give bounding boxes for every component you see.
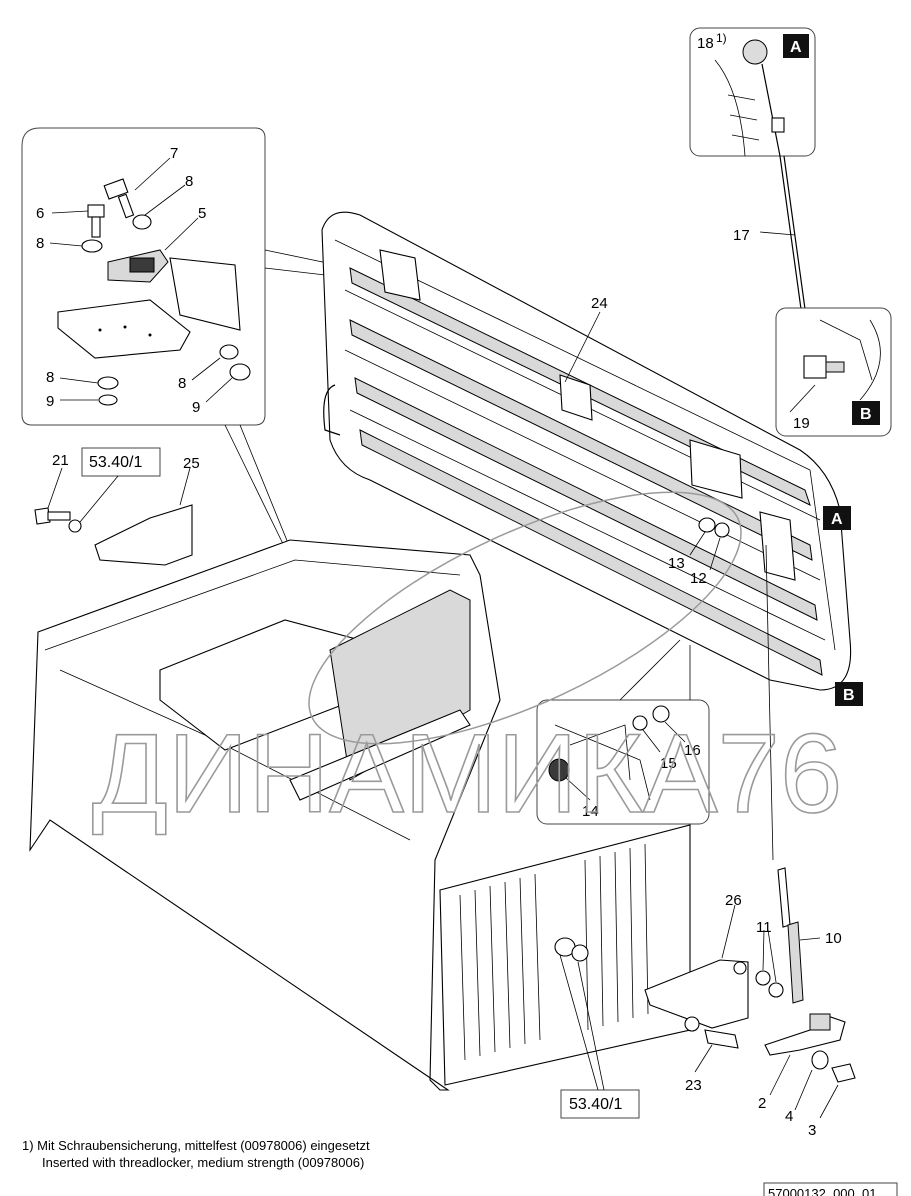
watermark: ДИНАМИКА76 [91,491,843,837]
reference-bottom: 53.40/1 [569,1096,622,1113]
part-18-footnote-mark: 1) [716,31,727,45]
part-8-label: 8 [36,235,44,252]
watermark-text: ДИНАМИКА76 [92,711,842,836]
part-14-label: 14 [582,803,599,820]
detail-inset-hinge: 7 8 5 6 8 8 9 8 9 [21,127,386,549]
drawing-number: 57000132_000_01 [768,1186,876,1196]
bolt-23-group: 23 53.40/1 [559,954,739,1119]
frame-housing [29,539,691,1091]
footnote-line-1: 1) Mit Schraubensicherung, mittelfest (0… [22,1138,370,1153]
part-21-label: 21 [52,452,69,469]
detail-inset-b: B 19 [775,307,892,437]
part-23-label: 23 [685,1077,702,1094]
callout-b-label: B [860,406,872,423]
gas-strut-assembly: 10 26 11 2 4 3 [644,544,856,1139]
part-2-label: 2 [758,1095,766,1112]
part-8-label: 8 [46,369,54,386]
part-13-label: 13 [668,555,685,572]
part-6-label: 6 [36,205,44,222]
footnote: 1) Mit Schraubensicherung, mittelfest (0… [22,1138,370,1170]
part-9-label: 9 [46,393,54,410]
part-7-label: 7 [170,145,178,162]
part-19-label: 19 [793,415,810,432]
part-10-label: 10 [825,930,842,947]
part-5-label: 5 [198,205,206,222]
callout-b-main-label: B [843,687,855,704]
part-11-label: 11 [756,919,772,936]
part-12-label: 12 [690,570,707,587]
footnote-line-2: Inserted with threadlocker, medium stren… [42,1155,364,1170]
callout-a-label: A [790,39,802,56]
part-18-label: 18 [697,35,714,52]
detail-inset-a: A 18 1) [689,27,816,157]
part-16-label: 16 [684,742,701,759]
reference-top: 53.40/1 [89,454,142,471]
part-3-label: 3 [808,1122,816,1139]
part-24-label: 24 [591,295,608,312]
part-26-label: 26 [725,892,742,909]
part-4-label: 4 [785,1108,793,1125]
grille-panel-24: 24 A B 13 12 [321,211,863,706]
part-8-label: 8 [185,173,193,190]
detail-inset-knob: 14 15 16 [536,639,710,825]
part-17-label: 17 [733,227,750,244]
part-15-label: 15 [660,755,677,772]
part-9-label: 9 [192,399,200,416]
drawing-number-box: 57000132_000_01 [763,1182,898,1196]
part-25-label: 25 [183,455,200,472]
callout-a-main-label: A [831,511,843,528]
bracket-25-group: 53.40/1 21 25 [34,447,200,566]
part-8-label: 8 [178,375,186,392]
